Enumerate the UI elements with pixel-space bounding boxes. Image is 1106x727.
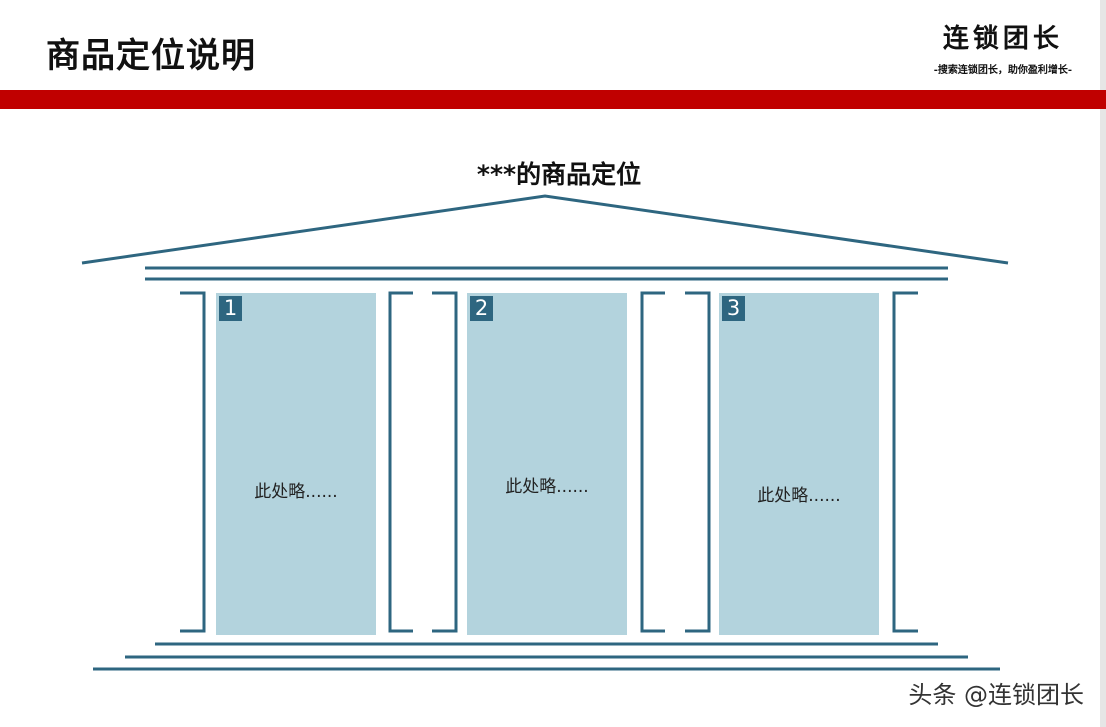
temple-roof — [81, 194, 1009, 265]
pillar-2-number: 2 — [470, 296, 493, 321]
pillar-2: 2 此处略...... — [467, 293, 627, 635]
pillar-1-left-bracket — [180, 291, 206, 633]
brand-name: 连锁团长 — [942, 24, 1063, 54]
pillar-2-left-bracket — [432, 291, 458, 633]
pillar-1-right-bracket — [388, 291, 413, 633]
pillar-3-right-bracket — [892, 291, 918, 633]
brand-tagline: -搜索连锁团长，助你盈利增长- — [933, 65, 1072, 76]
pillar-1: 1 此处略...... — [216, 293, 376, 635]
pillar-3-text: 此处略...... — [757, 486, 841, 506]
pillar-1-number: 1 — [219, 296, 242, 321]
slide-right-edge — [1100, 0, 1106, 727]
watermark: 头条 @连锁团长 — [908, 681, 1084, 709]
pillar-3: 3 此处略...... — [719, 293, 879, 635]
header-accent-bar — [0, 90, 1106, 109]
pillar-1-text: 此处略...... — [254, 482, 338, 502]
pillar-3-left-bracket — [685, 291, 711, 633]
brand-logo: 连锁团长 -搜索连锁团长，助你盈利增长- — [934, 18, 1072, 76]
pillar-3-number: 3 — [722, 296, 745, 321]
diagram-heading: ***的商品定位 — [476, 160, 642, 189]
pillar-2-text: 此处略...... — [505, 477, 589, 497]
page-title: 商品定位说明 — [46, 36, 256, 76]
pillar-2-right-bracket — [640, 291, 665, 633]
